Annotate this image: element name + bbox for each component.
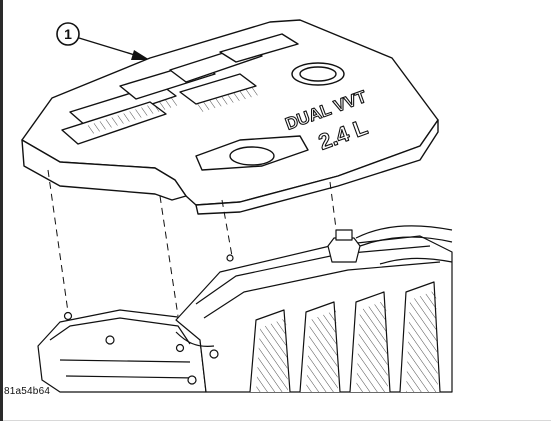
cover-side-skirt bbox=[195, 119, 439, 215]
wire-harness bbox=[175, 331, 215, 347]
callout-circle bbox=[56, 22, 80, 46]
alignment-line bbox=[221, 199, 233, 257]
cover-rib bbox=[219, 33, 299, 63]
breather-hose bbox=[379, 257, 453, 265]
cover-lettering: DUAL VVT 2.4 L bbox=[282, 86, 371, 155]
manifold-sensor bbox=[327, 237, 361, 263]
runner-hatch bbox=[306, 310, 338, 392]
callout-leader-line bbox=[78, 37, 139, 57]
air-box-rib bbox=[65, 375, 197, 379]
bolt-head bbox=[209, 349, 219, 359]
left-frame-edge bbox=[0, 0, 3, 421]
vacuum-hose bbox=[355, 225, 453, 239]
manifold-top-rail bbox=[203, 261, 441, 319]
runner-hatch bbox=[256, 318, 288, 392]
alignment-line bbox=[159, 195, 179, 317]
bolt-head bbox=[187, 375, 197, 385]
callout-arrowhead bbox=[131, 50, 150, 60]
bolt-head bbox=[105, 335, 115, 345]
intake-recess-bore bbox=[229, 146, 275, 166]
vacuum-hose bbox=[359, 236, 453, 247]
cover-front-skirt bbox=[21, 139, 187, 201]
mounting-stud bbox=[226, 254, 234, 262]
air-box-lid bbox=[49, 317, 191, 345]
figure-id-label: 81a54b64 bbox=[4, 386, 51, 397]
runner-hatch bbox=[356, 300, 388, 392]
intake-manifold bbox=[37, 225, 453, 393]
callout-1: 1 bbox=[56, 22, 150, 60]
cover-groove-hatch bbox=[196, 86, 262, 112]
oil-filler-recess-inner bbox=[299, 66, 337, 82]
engine-cover: DUAL VVT 2.4 L bbox=[21, 19, 439, 215]
mounting-stud bbox=[175, 343, 185, 353]
alignment-line bbox=[47, 169, 69, 313]
manifold-sensor-connector bbox=[335, 229, 353, 241]
runner-hatch bbox=[406, 290, 438, 392]
callout-number: 1 bbox=[64, 26, 72, 42]
manifold-top-rail bbox=[195, 245, 431, 305]
air-box-rib bbox=[59, 359, 191, 363]
mounting-stud bbox=[63, 311, 73, 321]
cover-groove-hatch bbox=[86, 96, 182, 134]
